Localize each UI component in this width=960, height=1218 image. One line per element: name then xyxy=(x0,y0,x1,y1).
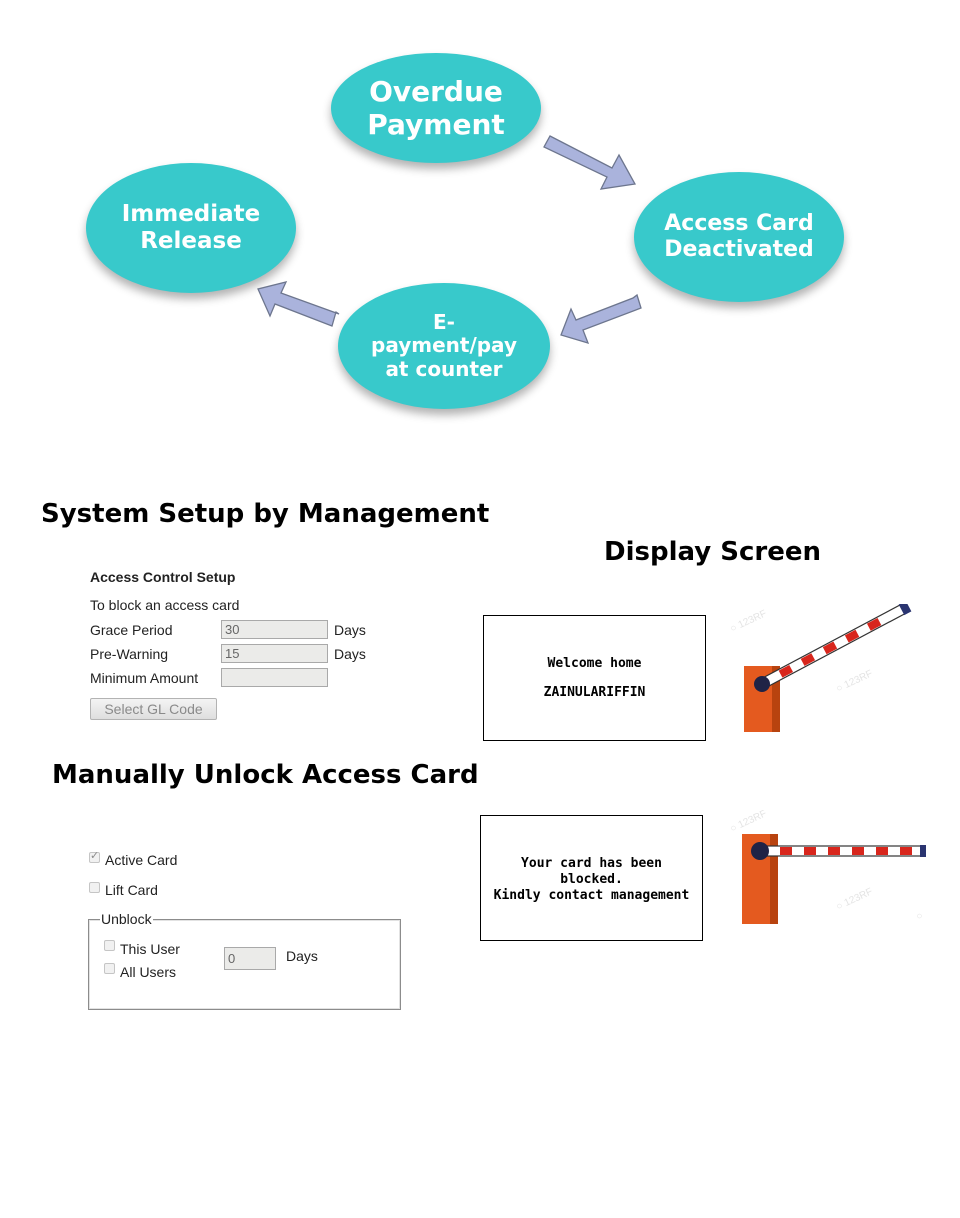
node-access-card-deactivated: Access Card Deactivated xyxy=(634,172,844,302)
unblock-days-input[interactable] xyxy=(224,947,276,970)
minimum-amount-label: Minimum Amount xyxy=(90,670,199,686)
grace-period-unit: Days xyxy=(334,622,366,638)
grace-period-label: Grace Period xyxy=(90,622,173,638)
blocked-line-1: Your card has been xyxy=(521,856,662,871)
display-heading: Display Screen xyxy=(604,537,821,567)
barrier-gate-open-illustration: ○ 123RF ○ 123RF xyxy=(729,604,912,732)
pre-warning-unit: Days xyxy=(334,646,366,662)
gate-arm-stripe xyxy=(804,847,816,855)
arrow-overdue-to-deactivated xyxy=(543,135,637,190)
unblock-legend: Unblock xyxy=(100,911,153,927)
arrow-deactivated-to-epayment-shape xyxy=(560,293,642,344)
node-e-payment: E- payment/pay at counter xyxy=(338,283,550,409)
arrow-epayment-to-release-shape xyxy=(257,281,340,327)
gate-pivot xyxy=(754,676,770,692)
unblock-fieldset xyxy=(88,919,401,1010)
gate-arm-stripe xyxy=(866,618,882,631)
gate-arm-tip xyxy=(920,845,926,857)
watermark-mark: ○ 123RF xyxy=(835,886,875,912)
node-immediate-release: Immediate Release xyxy=(86,163,296,293)
gate-arm-stripe xyxy=(822,641,838,655)
setup-heading: System Setup by Management xyxy=(41,499,490,529)
arrow-overdue-to-deactivated-shape xyxy=(543,135,637,190)
active-card-checkbox[interactable] xyxy=(89,849,100,863)
pre-warning-label: Pre-Warning xyxy=(90,646,169,662)
node-access-card-deactivated-label: Access Card Deactivated xyxy=(664,211,814,262)
watermark-mark: ○ 123RF xyxy=(729,608,769,634)
this-user-checkbox[interactable] xyxy=(104,940,115,951)
unlock-heading: Manually Unlock Access Card xyxy=(52,760,479,790)
grace-period-input[interactable] xyxy=(221,620,328,639)
blocked-line-2: blocked. xyxy=(560,872,623,887)
arrow-epayment-to-release xyxy=(257,281,340,327)
lift-card-label: Lift Card xyxy=(105,882,158,898)
blocked-line-3: Kindly contact management xyxy=(493,888,690,903)
node-e-payment-label: E- payment/pay at counter xyxy=(371,309,517,381)
welcome-name: ZAINULARIFFIN xyxy=(543,685,646,700)
gate-arm-stripe xyxy=(780,847,792,855)
form-title: Access Control Setup xyxy=(90,569,236,585)
gate-pivot xyxy=(751,842,769,860)
barrier-gate-closed-illustration: ○ 123RF ○ 123RF ○ xyxy=(729,810,926,924)
select-gl-code-button[interactable]: Select GL Code xyxy=(90,698,217,720)
watermark-mark: ○ xyxy=(915,910,925,923)
gate-arm-stripe xyxy=(852,847,864,855)
gate-post-shade xyxy=(772,666,780,732)
gate-post-shade xyxy=(770,834,778,924)
this-user-label: This User xyxy=(120,941,180,957)
lift-card-checkbox[interactable] xyxy=(89,882,100,893)
watermark-mark: ○ 123RF xyxy=(835,668,875,694)
form-subtitle: To block an access card xyxy=(90,597,240,613)
node-immediate-release-label: Immediate Release xyxy=(121,200,261,254)
pre-warning-input[interactable] xyxy=(221,644,328,663)
all-users-label: All Users xyxy=(120,964,177,980)
gate-arm-stripe xyxy=(778,664,794,678)
arrow-deactivated-to-epayment xyxy=(560,293,642,344)
active-card-label: Active Card xyxy=(105,852,178,868)
display-screen-blocked: Your card has been blocked. Kindly conta… xyxy=(480,815,703,941)
display-screen-welcome: Welcome home ZAINULARIFFIN xyxy=(483,615,706,741)
watermark-mark: ○ 123RF xyxy=(729,810,769,835)
gate-arm-stripe xyxy=(900,847,912,855)
welcome-line: Welcome home xyxy=(547,656,642,671)
gate-arm-stripe xyxy=(828,847,840,855)
unblock-days-label: Days xyxy=(286,948,318,964)
gate-arm-tip xyxy=(898,604,912,616)
all-users-checkbox[interactable] xyxy=(104,963,115,974)
gate-arm-stripe xyxy=(800,653,816,666)
node-overdue-payment-label: Overdue Payment xyxy=(367,74,505,141)
gate-arm-stripe xyxy=(876,847,888,855)
minimum-amount-input[interactable] xyxy=(221,668,328,687)
node-overdue-payment: Overdue Payment xyxy=(331,53,541,163)
gate-arm-stripe xyxy=(844,629,860,643)
